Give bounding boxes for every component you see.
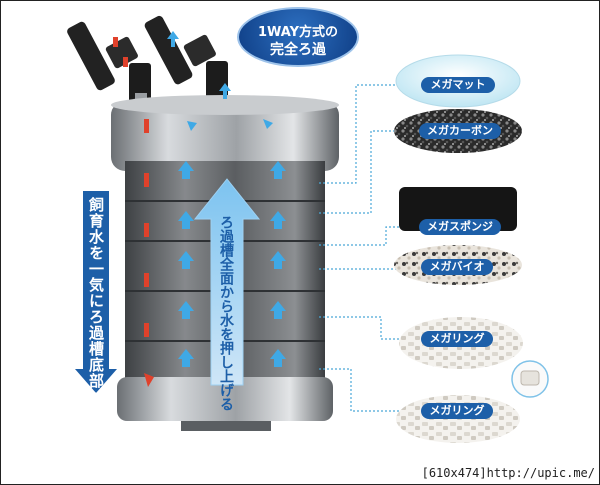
outlet-valve — [144, 15, 228, 101]
media-label-megamat: メガマット — [421, 77, 495, 93]
media-label-megaring-2: メガリング — [421, 403, 493, 419]
media-label-megacarbon: メガカーボン — [419, 123, 501, 139]
inlet-valve — [67, 21, 151, 109]
flow-up-arrow-icons — [167, 31, 286, 367]
title-badge: 1WAY方式の 完全ろ過 — [237, 7, 359, 67]
filter-media — [394, 54, 549, 443]
flow-down-arrow-icons — [113, 37, 154, 387]
badge-line-1: 1WAY方式の — [257, 25, 339, 40]
media-label-megasponge: メガスポンジ — [419, 219, 501, 235]
center-up-arrow-icon — [193, 178, 261, 386]
media-label-megabio: メガバイオ — [421, 259, 493, 275]
center-flow-label: ろ過槽全面から水を押し上げる — [218, 215, 234, 411]
source-watermark: [610x474]http://upic.me/ — [421, 466, 595, 480]
side-down-arrow-icon — [75, 191, 117, 393]
badge-line-2: 完全ろ過 — [270, 42, 326, 58]
side-flow-label: 飼育水を一気にろ過槽底部へ — [87, 197, 105, 405]
media-label-megaring-1: メガリング — [421, 331, 493, 347]
